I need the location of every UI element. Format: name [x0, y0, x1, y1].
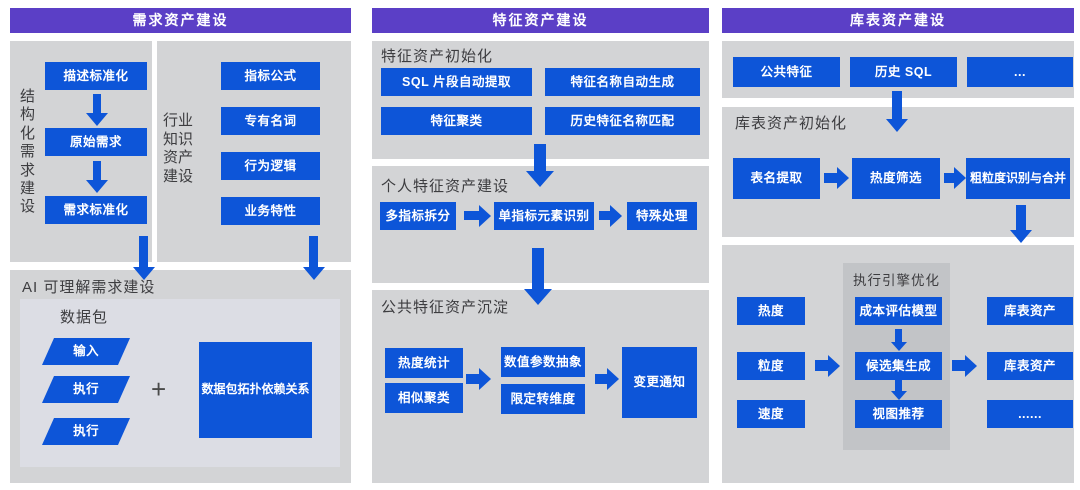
node-single-indicator-identify: 单指标元素识别	[494, 202, 594, 230]
execution-engine-title: 执行引擎优化	[853, 273, 940, 288]
node-limit-to-dimension: 限定转维度	[501, 384, 585, 414]
flow-execute-shape: 执行	[41, 376, 131, 403]
node-output-more: ......	[987, 400, 1073, 428]
flow-input-shape: 输入	[41, 338, 131, 365]
column-header-table: 库表资产建设	[722, 8, 1074, 33]
node-view-recommendation: 视图推荐	[855, 400, 942, 428]
node-package-topology: 数据包拓扑依赖关系	[199, 342, 312, 438]
arrow-right-icon	[952, 360, 965, 371]
arrow-down-icon	[93, 94, 101, 113]
node-sql-fragment-extract: SQL 片段自动提取	[381, 68, 532, 96]
ai-section-title: AI 可理解需求建设	[22, 279, 156, 296]
node-behavior-logic: 行为逻辑	[221, 152, 320, 180]
arrow-down-icon	[532, 248, 544, 289]
node-table-name-extract: 表名提取	[733, 158, 820, 199]
arrow-down-icon	[1016, 205, 1026, 230]
node-history-feature-match: 历史特征名称匹配	[545, 107, 700, 135]
feature-init-title: 特征资产初始化	[381, 48, 494, 65]
plus-icon: +	[151, 374, 167, 404]
node-input-granularity: 粒度	[737, 352, 805, 380]
arrow-down-icon	[895, 378, 902, 391]
node-heat-filter: 热度筛选	[852, 158, 940, 199]
arrow-right-icon	[464, 211, 479, 220]
node-coarse-grain-merge: 粗粒度识别与合并	[966, 158, 1070, 199]
structured-demand-vertical-label: 结构化需求建设	[19, 88, 35, 216]
node-feature-name-generate: 特征名称自动生成	[545, 68, 700, 96]
arrow-down-icon	[93, 161, 101, 180]
column-header-demand: 需求资产建设	[10, 8, 351, 33]
node-special-handling: 特殊处理	[627, 202, 697, 230]
arrow-down-icon	[139, 236, 148, 267]
arrow-right-icon	[595, 374, 607, 384]
arrow-down-icon	[534, 144, 546, 171]
node-history-sql-source: 历史 SQL	[850, 57, 957, 87]
node-heat-statistics: 热度统计	[385, 348, 463, 378]
node-input-heat: 热度	[737, 297, 805, 325]
node-describe-standardize: 描述标准化	[45, 62, 147, 90]
node-more-sources: ...	[967, 57, 1073, 87]
arrow-down-icon	[892, 91, 902, 119]
node-cost-evaluation-model: 成本评估模型	[855, 297, 942, 325]
data-package-label: 数据包	[60, 309, 109, 326]
node-input-speed: 速度	[737, 400, 805, 428]
node-numeric-param-abstract: 数值参数抽象	[501, 347, 585, 377]
arrow-down-icon	[309, 236, 318, 267]
arrow-right-icon	[944, 173, 954, 183]
industry-knowledge-vertical-label: 行业知识资产建设	[162, 112, 193, 185]
node-indicator-formula: 指标公式	[221, 62, 320, 90]
node-similar-cluster: 相似聚类	[385, 383, 463, 413]
arrow-right-icon	[599, 211, 610, 220]
node-raw-demand: 原始需求	[45, 128, 147, 156]
common-feature-title: 公共特征资产沉淀	[381, 299, 510, 316]
node-proper-nouns: 专有名词	[221, 107, 320, 135]
node-change-notification: 变更通知	[622, 347, 697, 418]
flow-execute-shape: 执行	[41, 418, 131, 445]
node-demand-standardize: 需求标准化	[45, 196, 147, 224]
node-common-features-source: 公共特征	[733, 57, 840, 87]
column-header-feature: 特征资产建设	[372, 8, 709, 33]
personal-feature-title: 个人特征资产建设	[381, 178, 510, 195]
feature-init-panel	[372, 41, 709, 159]
node-candidate-set-generation: 候选集生成	[855, 352, 942, 380]
arrow-right-icon	[824, 173, 837, 183]
node-feature-cluster: 特征聚类	[381, 107, 532, 135]
node-output-table-asset: 库表资产	[987, 352, 1073, 380]
arrow-right-icon	[466, 374, 479, 384]
table-init-title: 库表资产初始化	[735, 115, 848, 132]
arrow-down-icon	[895, 329, 902, 342]
node-business-traits: 业务特性	[221, 197, 320, 225]
node-multi-indicator-split: 多指标拆分	[380, 202, 456, 230]
node-output-table-asset: 库表资产	[987, 297, 1073, 325]
arrow-right-icon	[815, 360, 828, 371]
